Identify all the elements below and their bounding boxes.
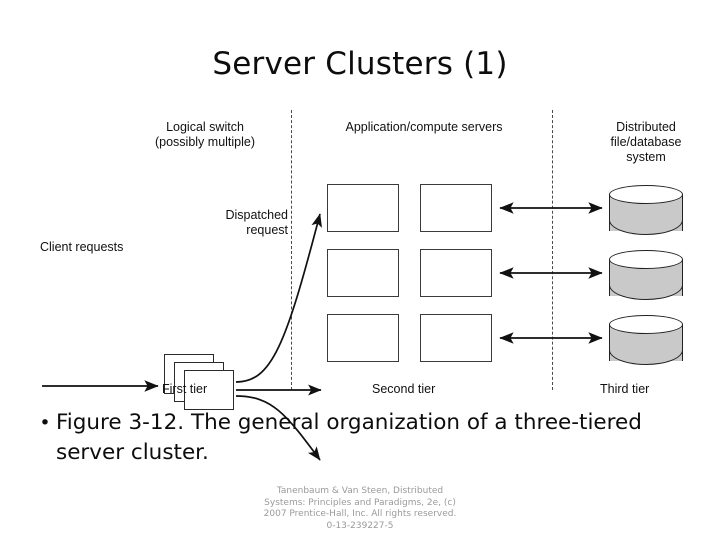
caption-third-tier: Third tier xyxy=(600,382,650,396)
footer-attribution: Tanenbaum & Van Steen, Distributed Syste… xyxy=(0,486,720,532)
bullet-list: • Figure 3-12. The general organization … xyxy=(34,408,674,468)
server-box xyxy=(327,314,399,362)
list-item: • Figure 3-12. The general organization … xyxy=(34,408,674,468)
logical-switch-box-front xyxy=(184,370,234,410)
page-title: Server Clusters (1) xyxy=(212,46,508,82)
database-cylinder xyxy=(609,185,683,237)
tier-divider-first-second xyxy=(291,110,292,390)
footer-line: 0-13-239227-5 xyxy=(326,520,394,531)
header-first-tier: Logical switch (possibly multiple) xyxy=(154,120,256,149)
arrow-dispatch-up xyxy=(235,213,322,383)
figure-three-tier-cluster: Logical switch (possibly multiple) Appli… xyxy=(40,104,700,461)
label-dispatched-request: Dispatched request xyxy=(225,208,288,237)
cylinder-top xyxy=(609,250,683,269)
database-cylinder xyxy=(609,315,683,367)
database-cylinder xyxy=(609,250,683,302)
header-second-tier: Application/compute servers xyxy=(345,120,503,134)
bullet-text: Figure 3-12. The general organization of… xyxy=(56,410,642,465)
arrow-dispatch-down xyxy=(235,395,321,461)
cylinder-top xyxy=(609,185,683,204)
tier-divider-second-third xyxy=(552,110,553,390)
server-box xyxy=(327,184,399,232)
server-box xyxy=(420,249,492,297)
cylinder-top xyxy=(609,315,683,334)
figure-connectors xyxy=(42,202,603,461)
server-box xyxy=(327,249,399,297)
footer-line: 2007 Prentice-Hall, Inc. All rights rese… xyxy=(263,509,457,519)
caption-first-tier: First tier xyxy=(162,382,208,396)
footer-line: Tanenbaum & Van Steen, Distributed xyxy=(276,486,444,496)
label-client-requests: Client requests xyxy=(40,240,124,254)
caption-second-tier: Second tier xyxy=(372,382,436,396)
footer-line: Systems: Principles and Paradigms, 2e, (… xyxy=(264,497,456,508)
header-third-tier: Distributed file/database system xyxy=(610,120,682,164)
bullet-marker-icon: • xyxy=(39,412,51,434)
server-box xyxy=(420,314,492,362)
server-box xyxy=(420,184,492,232)
